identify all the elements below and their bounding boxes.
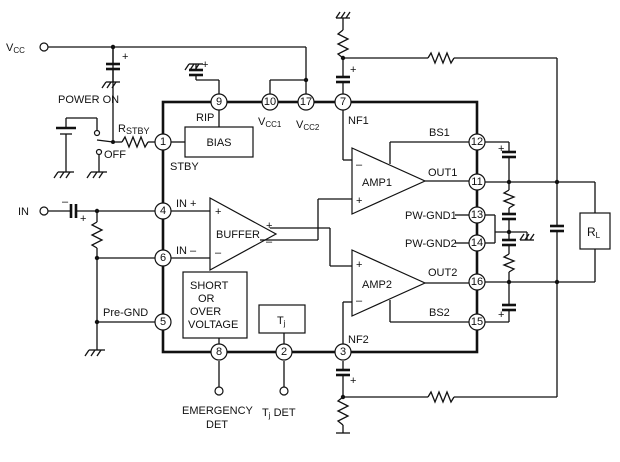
svg-text:7: 7	[340, 96, 346, 108]
pin-8: 8	[210, 343, 228, 361]
amp1	[351, 147, 427, 215]
buffer-in-plus: +	[215, 206, 221, 218]
pin-1: 1	[154, 133, 172, 151]
rip-label: RIP	[196, 112, 214, 124]
amp1-label: AMP1	[362, 177, 392, 189]
pwgnd2-label: PW-GND2	[405, 238, 457, 250]
vcc-input-label: VCC	[6, 42, 25, 55]
bias-block	[184, 126, 254, 158]
amp2-minus: –	[356, 295, 363, 307]
buffer-in-minus: –	[215, 247, 222, 259]
vcc1-label: VCC1	[258, 116, 282, 129]
pin-5: 5	[154, 313, 172, 331]
in-minus-label: IN –	[176, 245, 197, 257]
power-on-label: POWER ON	[58, 94, 119, 106]
svg-text:17: 17	[300, 96, 312, 108]
pin-16: 16	[468, 273, 486, 291]
protect-line-3: OVER	[190, 306, 221, 318]
pin-6: 6	[154, 249, 172, 267]
rip-capacitor	[184, 63, 220, 95]
pin-12: 12	[468, 133, 486, 151]
svg-text:2: 2	[281, 346, 287, 358]
emergency-label-1: EMERGENCY	[182, 405, 254, 417]
emergency-label-2: DET	[206, 419, 228, 431]
pin-3: 3	[334, 343, 352, 361]
bs2-label: BS2	[429, 307, 450, 319]
bs1-cap-plus: +	[498, 143, 504, 155]
nf2-label: NF2	[348, 334, 369, 346]
pin-10: 10	[261, 93, 279, 111]
protect-line-1: SHORT	[190, 280, 229, 292]
protect-line-2: OR	[198, 293, 215, 305]
pin-13: 13	[468, 206, 486, 224]
pwgnd1-label: PW-GND1	[405, 210, 457, 222]
svg-text:5: 5	[160, 316, 166, 328]
bias-label: BIAS	[206, 137, 231, 149]
svg-text:16: 16	[471, 276, 483, 288]
nf1-cap-plus: +	[350, 64, 356, 76]
svg-text:8: 8	[216, 346, 222, 358]
ic-package-outline	[161, 100, 479, 354]
pin-9: 9	[210, 93, 228, 111]
vcc2-label: VCC2	[296, 119, 320, 132]
nf2-cap-plus: +	[350, 375, 356, 387]
amp1-minus: –	[356, 159, 363, 171]
pin-15: 15	[468, 313, 486, 331]
standby-switch-network	[53, 47, 155, 179]
off-label: OFF	[104, 149, 126, 161]
out1-label: OUT1	[428, 167, 457, 179]
pre-gnd-label: Pre-GND	[103, 307, 148, 319]
svg-text:11: 11	[471, 176, 482, 188]
input-network	[39, 204, 155, 357]
nf1-network	[335, 11, 558, 182]
rl-label: RL	[587, 225, 601, 240]
svg-text:1: 1	[160, 136, 166, 148]
pin-2: 2	[275, 343, 293, 361]
in-label: IN	[18, 206, 29, 218]
amp2	[351, 249, 427, 317]
nf2-network	[336, 282, 558, 434]
buffer-label: BUFFER	[216, 229, 260, 241]
buffer-out-minus: –	[266, 236, 273, 248]
output-network	[483, 141, 611, 323]
stby-label: STBY	[170, 161, 199, 173]
in-plus-label: IN +	[176, 198, 196, 210]
amp2-label: AMP2	[362, 279, 392, 291]
out2-label: OUT2	[428, 267, 457, 279]
bs2-cap-plus: +	[498, 309, 504, 321]
vcc-cap-plus: +	[122, 51, 128, 63]
pin-4: 4	[154, 202, 172, 220]
svg-text:15: 15	[471, 316, 483, 328]
rip-cap-plus: +	[202, 59, 208, 71]
svg-text:10: 10	[264, 96, 276, 108]
bs1-label: BS1	[429, 127, 450, 139]
svg-text:12: 12	[471, 136, 483, 148]
tjdet-label: Tj DET	[262, 407, 296, 420]
vcc-supply-net	[39, 42, 309, 95]
in-cap-minus: –	[62, 196, 69, 208]
rstby-label: RSTBY	[118, 123, 149, 136]
pin-17: 17	[297, 93, 315, 111]
amp1-plus: +	[356, 195, 362, 207]
amp2-plus: +	[356, 259, 362, 271]
pin-11: 11	[468, 173, 486, 191]
svg-text:14: 14	[471, 237, 483, 249]
in-cap-plus: +	[80, 213, 86, 225]
protect-line-4: VOLTAGE	[188, 319, 238, 331]
protection-block	[182, 271, 248, 339]
svg-text:4: 4	[160, 205, 166, 217]
tj-label: Tj	[277, 315, 286, 328]
svg-text:9: 9	[216, 96, 222, 108]
nf1-label: NF1	[348, 115, 369, 127]
buffer-amplifier	[209, 196, 278, 272]
pin-7: 7	[334, 93, 352, 111]
tj-block	[258, 304, 306, 334]
svg-text:3: 3	[340, 346, 346, 358]
pin-14: 14	[468, 234, 486, 252]
svg-text:6: 6	[160, 252, 166, 264]
svg-text:13: 13	[471, 209, 483, 221]
buffer-out-plus: +	[266, 220, 272, 232]
